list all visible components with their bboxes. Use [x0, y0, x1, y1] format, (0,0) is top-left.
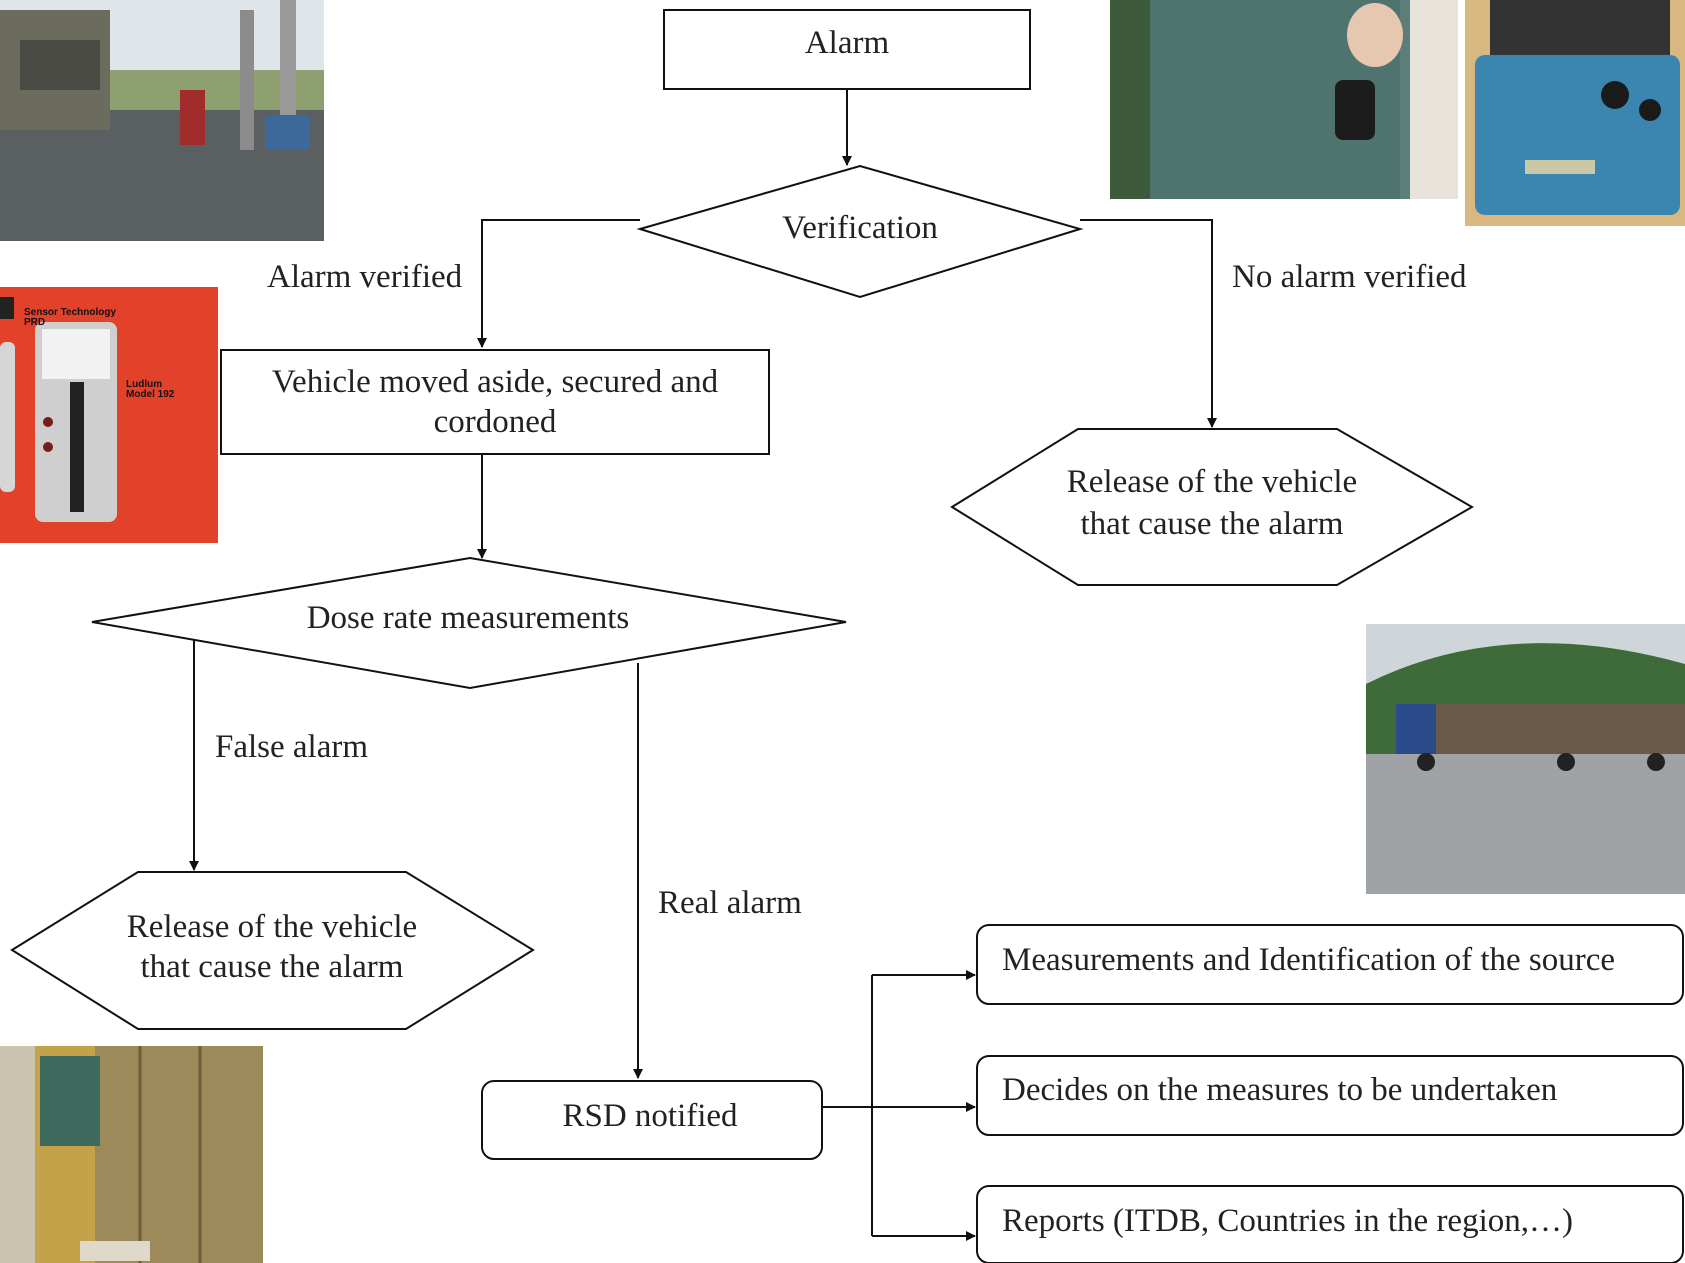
node-rsd-notified [481, 1080, 823, 1160]
edge-label-false-alarm: False alarm [215, 729, 368, 765]
node-decides [976, 1055, 1684, 1136]
device-label-2b: Model 192 [126, 389, 175, 400]
release-left-label-1: Release of the vehicle [127, 909, 417, 945]
edge-no-alarm-verified [1080, 219, 1217, 428]
measurements-label: Measurements and Identification of the s… [1002, 942, 1615, 978]
node-dose-rate [91, 556, 847, 690]
device-label-1: Sensor Technology [24, 307, 116, 318]
node-release-left [10, 871, 535, 1030]
photo-truck-inspection [1366, 624, 1685, 894]
edge-label-no-alarm-verified: No alarm verified [1232, 259, 1467, 295]
edge-alarm-verified [477, 219, 640, 348]
node-reports [976, 1185, 1684, 1263]
edge-label-real-alarm: Real alarm [658, 885, 802, 921]
rsd-notified-label: RSD notified [562, 1098, 738, 1134]
photo-officer-dosimeter [1110, 0, 1458, 199]
node-alarm [663, 9, 1031, 90]
release-right-label-2: that cause the alarm [1081, 506, 1344, 542]
alarm-label: Alarm [805, 25, 890, 61]
node-measurements [976, 924, 1684, 1005]
reports-label: Reports (ITDB, Countries in the region,…… [1002, 1203, 1573, 1239]
decides-label: Decides on the measures to be undertaken [1002, 1072, 1557, 1108]
verification-label: Verification [782, 210, 938, 246]
edge-label-alarm-verified: Alarm verified [267, 259, 463, 295]
node-vehicle-moved [220, 349, 770, 455]
device-label-1b: PRD [24, 317, 45, 328]
release-right-label-1: Release of the vehicle [1067, 464, 1357, 500]
device-label-2: Ludlum [126, 379, 162, 390]
photo-survey-meter [1465, 0, 1685, 226]
dose-rate-label: Dose rate measurements [307, 600, 630, 636]
photo-truck-rear [0, 1046, 263, 1263]
vehicle-moved-label-2: cordoned [434, 404, 557, 440]
vehicle-moved-label-1: Vehicle moved aside, secured and [272, 364, 719, 400]
node-verification [636, 164, 1084, 299]
release-left-label-2: that cause the alarm [141, 949, 404, 985]
node-release-right [950, 428, 1474, 586]
photo-truck-checkpoint [0, 0, 324, 241]
photo-radiation-devices-red: Sensor Technology PRD Ludlum Model 192 [0, 287, 218, 543]
